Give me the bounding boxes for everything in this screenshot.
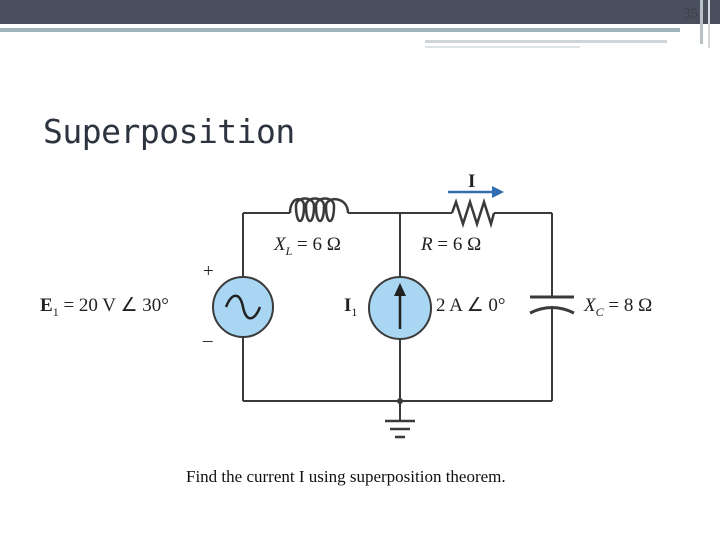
current-label: I <box>468 171 475 192</box>
resistor-label: R = 6 Ω <box>420 234 481 255</box>
inductor-symbol <box>288 197 350 223</box>
page-number: 35 <box>683 6 698 22</box>
ac-wave-icon <box>224 294 262 320</box>
top-bar <box>0 0 720 24</box>
plus-sign: + <box>203 261 214 282</box>
decorative-vertical-bar <box>700 0 703 44</box>
capacitor-symbol <box>529 295 575 315</box>
caption: Find the current I using superposition t… <box>186 467 506 486</box>
minus-sign: – <box>202 330 213 351</box>
decorative-line-teal <box>0 28 680 32</box>
slide-title: Superposition <box>43 112 295 151</box>
junction-dot <box>397 398 403 404</box>
decorative-vertical-bar-2 <box>708 0 710 48</box>
circuit-wires <box>242 212 553 421</box>
inductor-label: XL = 6 Ω <box>273 234 341 258</box>
current-source-name: I1 <box>344 295 357 319</box>
resistor-symbol <box>450 197 496 229</box>
capacitor-label: XC = 8 Ω <box>583 295 652 319</box>
decorative-line-gray-2 <box>425 46 580 48</box>
current-source-value: 2 A ∠ 0° <box>436 295 506 316</box>
ground-symbol <box>385 419 415 439</box>
current-arrow-head <box>492 186 504 198</box>
current-source-arrow-head <box>394 283 406 296</box>
decorative-line-gray <box>425 40 667 43</box>
voltage-source-label: E1 = 20 V ∠ 30° <box>40 295 169 319</box>
